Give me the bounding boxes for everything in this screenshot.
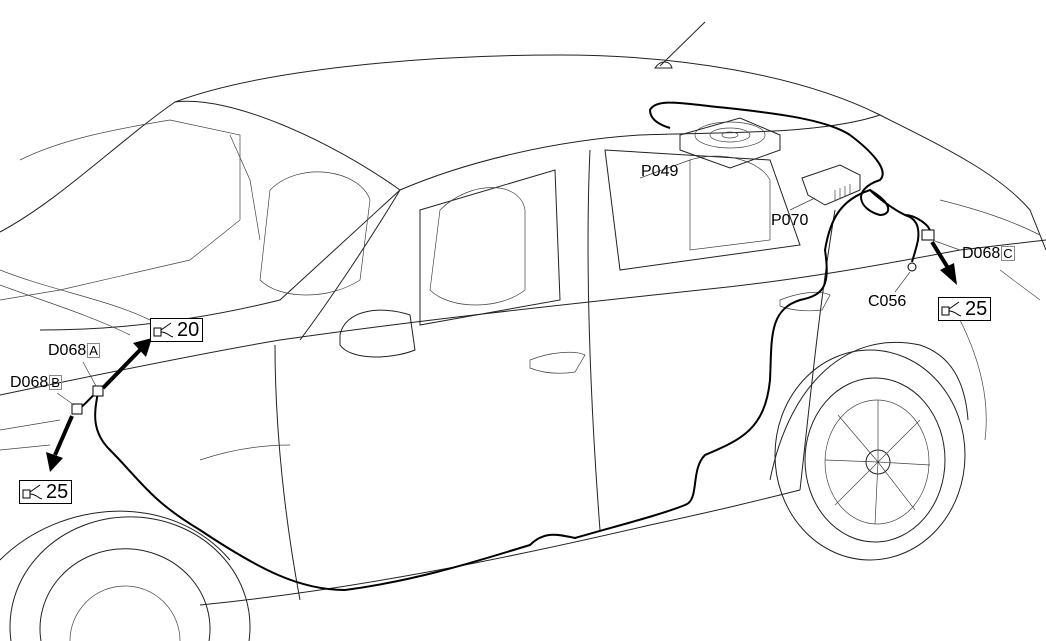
p049-speaker	[679, 117, 781, 169]
reference-number: 20	[177, 319, 200, 341]
component-code: D068	[48, 342, 87, 359]
component-suffix: C	[1001, 246, 1015, 261]
connector-icon	[22, 484, 43, 500]
component-code: D068	[10, 374, 49, 391]
ground-c056	[907, 262, 917, 272]
reference-box-25-rear[interactable]: 25	[938, 297, 992, 321]
label-p049: P049	[641, 163, 679, 180]
wiring-harness	[77, 101, 890, 592]
component-suffix: B	[49, 375, 62, 390]
connector-d068-b	[71, 403, 83, 415]
connector-d068-a	[92, 385, 104, 397]
component-code: D068	[962, 245, 1001, 262]
wire-branch-c056	[869, 189, 920, 263]
arrow-icon	[46, 240, 957, 472]
connector-icon	[941, 301, 962, 317]
component-suffix: A	[87, 343, 100, 358]
label-p070: P070	[771, 212, 809, 229]
antenna	[659, 21, 706, 67]
connector-icon	[153, 322, 174, 338]
rear-wheel	[769, 341, 969, 561]
reference-box-25-front[interactable]: 25	[19, 480, 73, 504]
front-wheel	[0, 510, 251, 641]
p070-module	[801, 164, 861, 206]
reference-number: 25	[46, 481, 69, 503]
reference-number: 25	[965, 298, 988, 320]
reference-box-20[interactable]: 20	[150, 318, 204, 342]
label-c056: C056	[868, 293, 907, 310]
car-body-outline	[0, 54, 1046, 606]
connector-d068-c	[921, 229, 935, 241]
